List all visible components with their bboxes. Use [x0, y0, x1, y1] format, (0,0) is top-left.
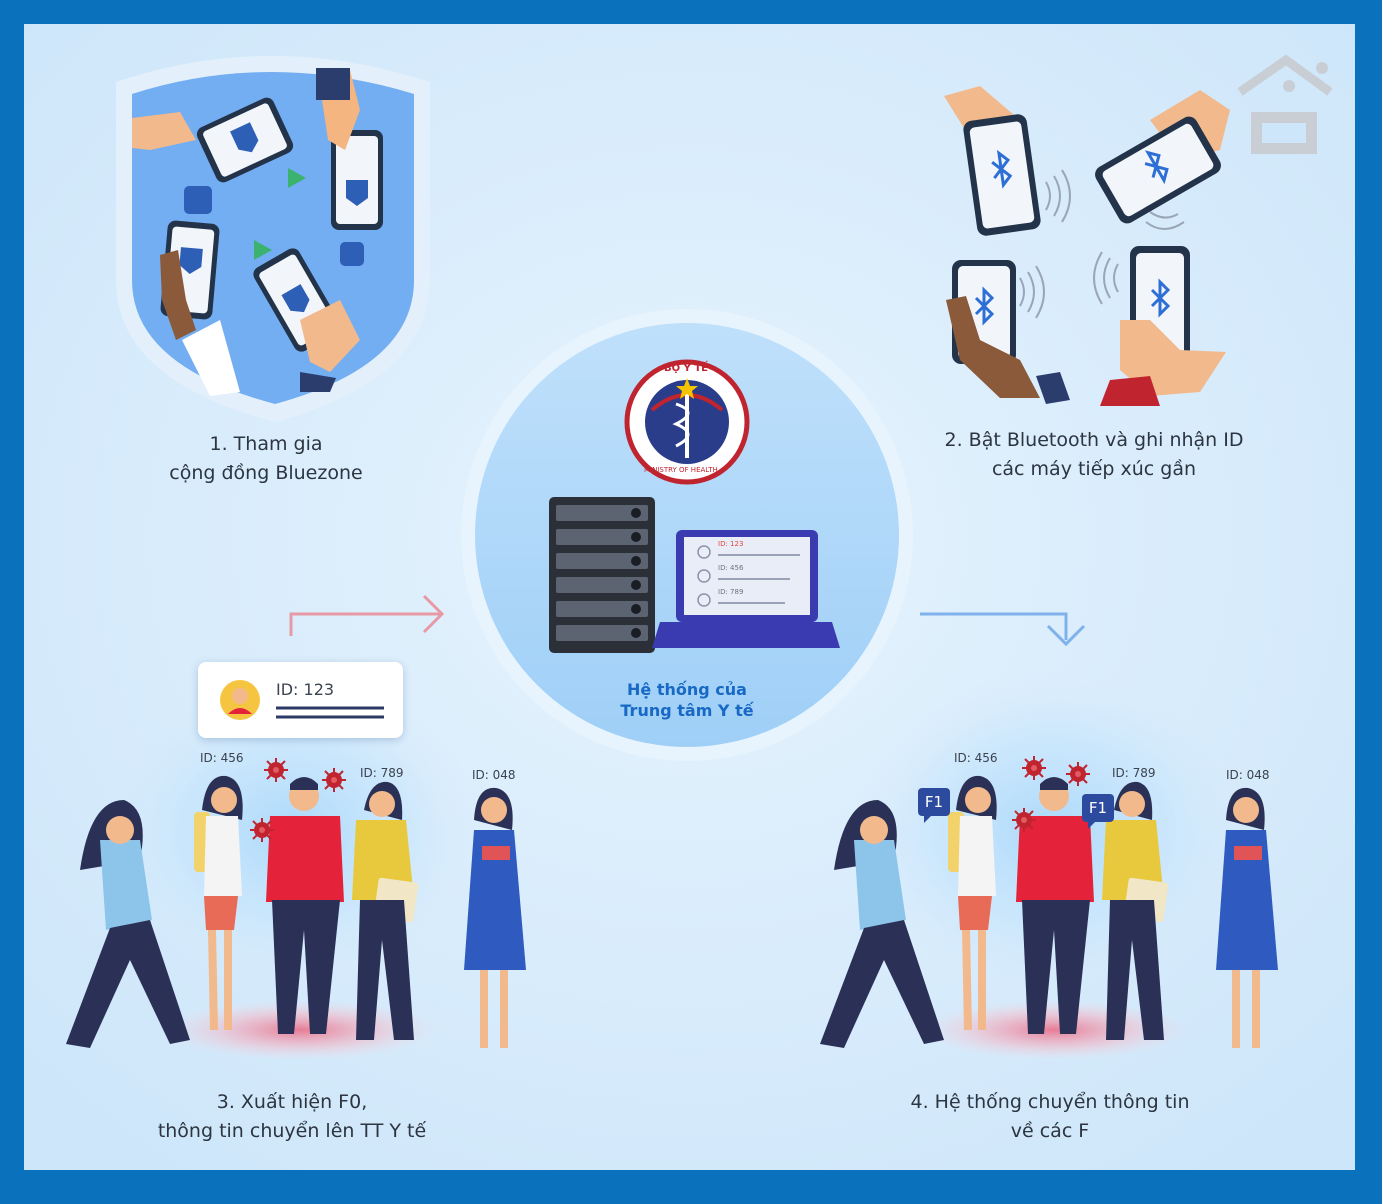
group4-id-048: ID: 048: [1226, 768, 1270, 782]
step4-caption-line2: về các F: [1010, 1120, 1090, 1142]
logo-top-text: BỘ Y TẾ: [664, 363, 708, 374]
step3-people-illustration: [66, 680, 526, 1060]
step2-caption-line2: các máy tiếp xúc gần: [991, 458, 1197, 480]
step4-caption: 4. Hệ thống chuyển thông tin về các F: [880, 1088, 1220, 1146]
step1-caption-line2: cộng đồng Bluezone: [169, 462, 363, 484]
group3-id-789: ID: 789: [360, 766, 404, 780]
step1-caption: 1. Tham gia cộng đồng Bluezone: [126, 430, 406, 488]
step2-caption: 2. Bật Bluetooth và ghi nhận ID các máy …: [924, 426, 1264, 484]
home-icon: [1237, 54, 1333, 154]
patient-id-card: ID: 123: [198, 662, 403, 738]
step3-caption-line1: 3. Xuất hiện F0,: [216, 1091, 368, 1113]
group3-id-456: ID: 456: [200, 751, 244, 765]
step2-bluetooth-illustration: [944, 86, 1230, 406]
center-caption-line2: Trung tâm Y tế: [620, 701, 754, 720]
ministry-of-health-logo: [624, 359, 750, 485]
card-id-label: ID: 123: [276, 680, 335, 699]
center-caption-line1: Hệ thống của: [627, 680, 747, 699]
step4-people-illustration: [820, 670, 1278, 1060]
health-center-circle: [461, 309, 913, 761]
group3-id-048: ID: 048: [472, 768, 516, 782]
group4-id-789: ID: 789: [1112, 766, 1156, 780]
step3-caption-line2: thông tin chuyển lên TT Y tế: [157, 1120, 427, 1142]
laptop-id-1: ID: 123: [718, 540, 744, 548]
f1-badge-left: F1: [918, 788, 950, 823]
laptop: [652, 530, 840, 648]
step2-caption-line1: 2. Bật Bluetooth và ghi nhận ID: [944, 429, 1244, 451]
step4-caption-line1: 4. Hệ thống chuyển thông tin: [910, 1091, 1190, 1113]
flow-arrow-from-center: [920, 612, 1086, 647]
step1-caption-line1: 1. Tham gia: [209, 433, 323, 455]
step3-caption: 3. Xuất hiện F0, thông tin chuyển lên TT…: [122, 1088, 462, 1146]
logo-bottom-text: MINISTRY OF HEALTH: [644, 466, 718, 474]
laptop-id-3: ID: 789: [718, 588, 744, 596]
center-caption: Hệ thống của Trung tâm Y tế: [587, 679, 787, 721]
group4-id-456: ID: 456: [954, 751, 998, 765]
laptop-id-2: ID: 456: [718, 564, 744, 572]
step1-shield-illustration: [116, 56, 430, 422]
f1-badge-right: F1: [1082, 794, 1114, 829]
flow-arrow-to-center: [289, 594, 445, 636]
server-rack: [549, 497, 655, 653]
